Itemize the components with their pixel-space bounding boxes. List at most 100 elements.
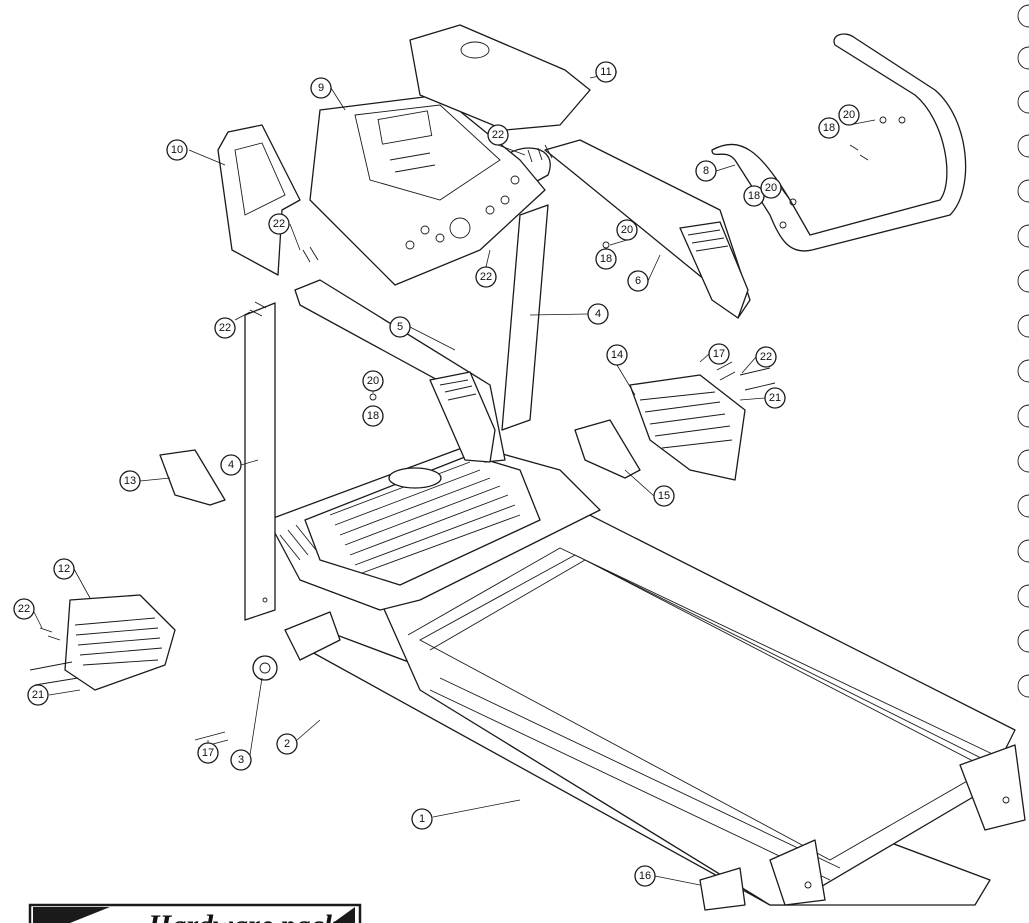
callout-circle [487, 124, 509, 146]
callout-circle [362, 370, 384, 392]
callout-circle [268, 213, 290, 235]
part-callout-12: 12 [53, 558, 75, 580]
callout-label: 20 [621, 224, 633, 236]
callout-label: 3 [238, 754, 244, 766]
callout-circle [389, 316, 411, 338]
callout-label: 22 [492, 129, 504, 141]
callout-label: 13 [124, 475, 136, 487]
callout-circle [276, 733, 298, 755]
callout-label: 15 [658, 490, 670, 502]
callout-circle [119, 470, 141, 492]
callout-circle [627, 270, 649, 292]
callout-label: 17 [713, 348, 725, 360]
callout-circle [214, 317, 236, 339]
callout-label: 20 [843, 109, 855, 121]
part-callout-20: 20 [838, 104, 860, 126]
part-callout-20: 20 [760, 177, 782, 199]
callout-circle [838, 104, 860, 126]
upright-right [501, 204, 549, 431]
part-callout-22: 22 [214, 317, 236, 339]
console-top-cover [409, 24, 591, 131]
front-roller [252, 611, 341, 681]
part-callout-1: 1 [411, 808, 433, 830]
part-callout-5: 5 [389, 316, 411, 338]
callout-label: 20 [367, 375, 379, 387]
hardware-marks [29, 116, 906, 749]
callout-label: 20 [765, 182, 777, 194]
callout-circle [220, 454, 242, 476]
part-callout-6: 6 [627, 270, 649, 292]
callout-label: 18 [367, 410, 379, 422]
callout-label: 12 [58, 563, 70, 575]
part-callout-15: 15 [653, 485, 675, 507]
callout-label: 17 [202, 747, 214, 759]
callout-label: 18 [600, 253, 612, 265]
callout-circle [764, 387, 786, 409]
callout-label: 22 [273, 218, 285, 230]
callout-label: 16 [639, 870, 651, 882]
part-callout-14: 14 [606, 344, 628, 366]
callout-label: 11 [600, 66, 611, 78]
part-callout-18: 18 [743, 185, 765, 207]
callout-circle [27, 684, 49, 706]
callout-label: 9 [318, 82, 324, 94]
callout-circle [595, 248, 617, 270]
callout-label: 5 [397, 321, 403, 333]
console-side-cover [217, 124, 301, 276]
hardware-pack-banner: Hardware pack [28, 903, 362, 923]
part-callout-17: 17 [197, 742, 219, 764]
part-callout-10: 10 [166, 139, 188, 161]
callout-circle [606, 344, 628, 366]
callout-label: 4 [228, 459, 234, 471]
callout-label: 21 [769, 392, 781, 404]
callout-circle [760, 177, 782, 199]
callout-circle [411, 808, 433, 830]
callout-label: 22 [219, 322, 231, 334]
callout-circle [362, 405, 384, 427]
handrail-left [294, 279, 506, 463]
callout-circle [695, 160, 717, 182]
callout-circle [13, 598, 35, 620]
part-callout-11: 11 [595, 61, 617, 83]
callout-label: 1 [419, 813, 425, 825]
callout-label: 21 [32, 689, 44, 701]
part-callout-8: 8 [695, 160, 717, 182]
upright-base-cover-left [159, 449, 226, 506]
part-callout-20: 20 [616, 219, 638, 241]
upright-base-cover-right [574, 419, 641, 479]
part-callout-22: 22 [487, 124, 509, 146]
callout-circle [755, 346, 777, 368]
part-callout-4: 4 [220, 454, 242, 476]
part-callout-3: 3 [230, 749, 252, 771]
callout-label: 8 [703, 165, 709, 177]
callout-circle [653, 485, 675, 507]
part-callout-22: 22 [13, 598, 35, 620]
part-callout-17: 17 [708, 343, 730, 365]
part-callout-22: 22 [755, 346, 777, 368]
callout-circle [197, 742, 219, 764]
callout-label: 18 [748, 190, 760, 202]
left-end-cap [64, 594, 176, 691]
rear-foot [699, 867, 746, 911]
treadmill-base-frame [289, 499, 1026, 906]
callout-circle [818, 117, 840, 139]
callout-label: 18 [823, 122, 835, 134]
part-callout-18: 18 [818, 117, 840, 139]
callout-label: 2 [284, 738, 290, 750]
callout-circle [53, 558, 75, 580]
console [309, 94, 546, 286]
callout-circle [310, 77, 332, 99]
callout-circle [634, 865, 656, 887]
part-callout-2: 2 [276, 733, 298, 755]
callout-circle [587, 303, 609, 325]
callout-label: 10 [171, 144, 183, 156]
part-callout-9: 9 [310, 77, 332, 99]
part-callout-22: 22 [268, 213, 290, 235]
callout-label: 22 [760, 351, 772, 363]
part-callout-22: 22 [475, 266, 497, 288]
part-callout-20: 20 [362, 370, 384, 392]
callout-circle [475, 266, 497, 288]
callout-circle [708, 343, 730, 365]
right-end-cap [629, 374, 746, 481]
